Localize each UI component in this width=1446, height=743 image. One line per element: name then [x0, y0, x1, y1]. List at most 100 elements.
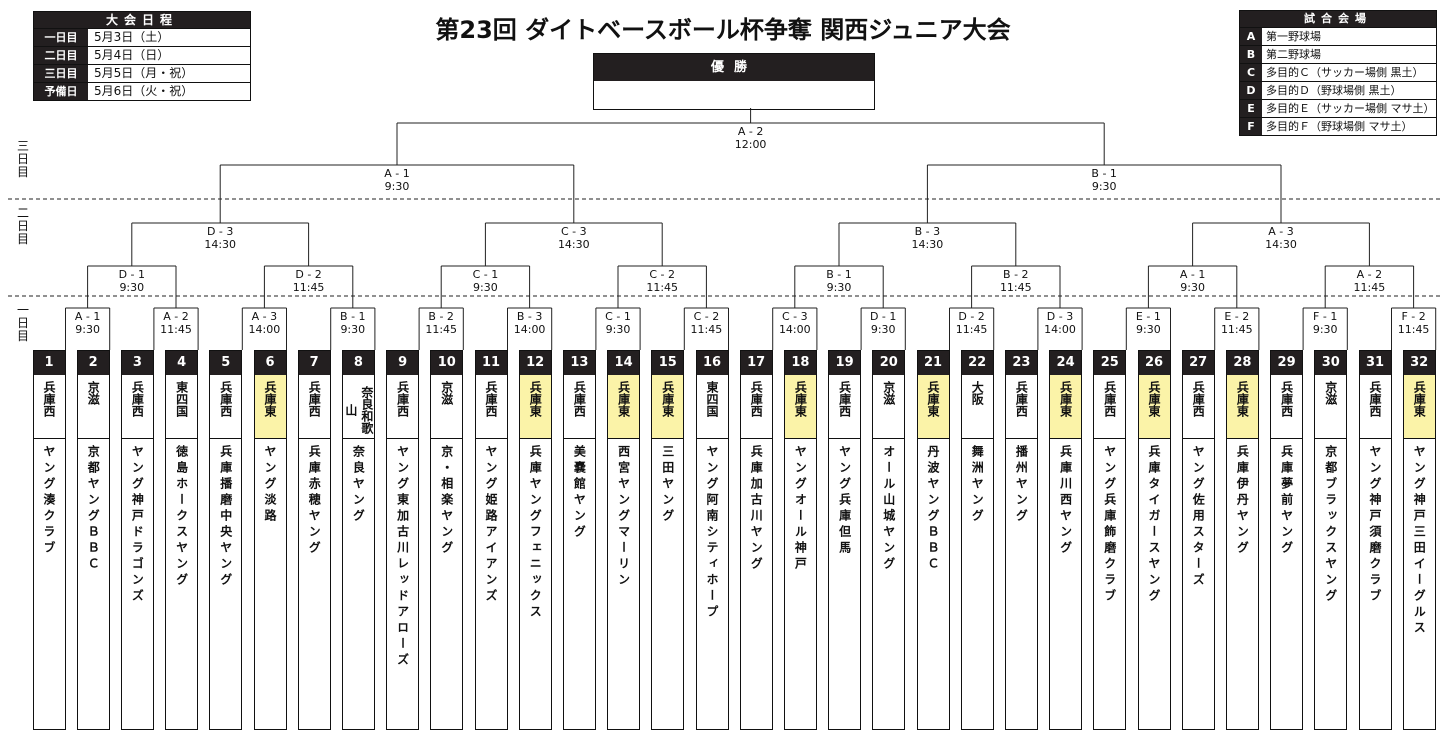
team-name: ヤング湊クラブ — [42, 445, 56, 557]
team-column: 14 兵庫東西宮ヤングマーリン — [607, 350, 641, 730]
team-number: 5 — [210, 351, 242, 375]
team-region: 兵庫東 — [1226, 375, 1258, 439]
team-region: 兵庫東 — [519, 375, 551, 439]
team-name: 西宮ヤングマーリン — [616, 445, 631, 589]
match-code: A - 1 — [384, 167, 410, 180]
match-time: 14:30 — [1265, 238, 1297, 251]
match-time: 9:30 — [1091, 180, 1117, 193]
team-number: 29 — [1271, 351, 1303, 375]
match-time: 9:30 — [826, 281, 852, 294]
team-region-text: 兵庫西 — [42, 381, 56, 417]
venue-key: F — [1240, 118, 1262, 135]
match-code: C - 2 — [649, 268, 676, 281]
match-code: B - 3 — [516, 310, 543, 323]
team-number: 16 — [696, 351, 728, 375]
team-number: 8 — [342, 351, 374, 375]
match-time: 14:30 — [557, 238, 590, 251]
venue-key: D — [1240, 82, 1262, 99]
team-number: 20 — [873, 351, 905, 375]
match-code: D - 3 — [1046, 310, 1074, 323]
team-region-text: 東四国 — [705, 381, 719, 417]
team-name: ヤング東加古川レッドアローズ — [395, 445, 410, 669]
match-code: B - 1 — [340, 310, 366, 323]
team-number: 23 — [1005, 351, 1037, 375]
schedule-day: 二日目 — [34, 47, 88, 64]
match-time: 11:45 — [292, 281, 325, 294]
match-code: D - 3 — [206, 225, 234, 238]
match-code: B - 2 — [1003, 268, 1029, 281]
schedule-day: 一日目 — [34, 29, 88, 46]
team-name: 兵庫播磨中央ヤング — [218, 445, 233, 589]
team-region-text: 京滋 — [1323, 381, 1338, 405]
team-region: 兵庫東 — [917, 375, 949, 439]
team-region-text: 兵庫西 — [837, 381, 852, 417]
match-time: 14:00 — [778, 323, 811, 336]
team-region-text: 兵庫西 — [130, 381, 145, 417]
match-code: A - 1 — [74, 310, 101, 323]
team-region: 兵庫西 — [387, 375, 419, 439]
team-name: 兵庫タイガースヤング — [1147, 445, 1161, 605]
team-name: ヤングオール神戸 — [793, 445, 808, 573]
venue-key: A — [1240, 28, 1262, 45]
team-number: 31 — [1359, 351, 1391, 375]
match-time: 11:45 — [425, 323, 458, 336]
team-number: 14 — [608, 351, 640, 375]
team-region: 兵庫西 — [1182, 375, 1214, 439]
team-number: 19 — [829, 351, 861, 375]
team-region-text: 兵庫西 — [572, 381, 587, 417]
team-name: ヤング神戸ドラゴンズ — [130, 445, 145, 605]
team-name: 兵庫加古川ヤング — [749, 445, 764, 573]
team-number: 1 — [33, 351, 65, 375]
team-name: 丹波ヤングＢＢＣ — [926, 445, 940, 573]
match-time: 9:30 — [1180, 281, 1205, 294]
match-code: A - 3 — [251, 310, 278, 323]
match-code: A - 1 — [1179, 268, 1206, 281]
team-number: 26 — [1138, 351, 1170, 375]
team-region: 兵庫東 — [254, 375, 286, 439]
venue-name: 第二野球場 — [1266, 48, 1321, 61]
team-region-text: 兵庫東 — [528, 381, 543, 417]
team-name: オール山城ヤング — [881, 445, 896, 573]
team-column: 1 兵庫西ヤング湊クラブ — [32, 350, 66, 730]
schedule-date: 5月6日（火・祝） — [94, 84, 194, 98]
team-region: 京滋 — [77, 375, 109, 439]
team-region-text: 兵庫西 — [1014, 381, 1029, 417]
team-number: 4 — [166, 351, 198, 375]
team-region: 京滋 — [873, 375, 905, 439]
match-time: 11:45 — [1397, 323, 1430, 336]
team-region: 京滋 — [431, 375, 463, 439]
match-time: 11:45 — [690, 323, 723, 336]
team-number: 22 — [961, 351, 993, 375]
team-region-text: 兵庫東 — [616, 381, 631, 417]
team-region: 大阪 — [961, 375, 993, 439]
team-region: 兵庫東 — [1403, 375, 1435, 439]
match-time: 11:45 — [160, 323, 192, 336]
team-number: 11 — [475, 351, 507, 375]
team-name: ヤング佐用スターズ — [1191, 445, 1206, 589]
